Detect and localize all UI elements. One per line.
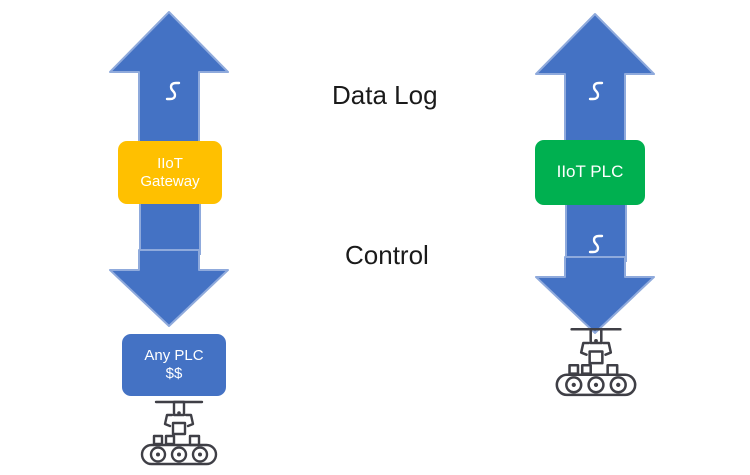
label-data-log: Data Log [332, 80, 438, 110]
chip-any-plc[interactable]: Any PLC $$ [122, 334, 226, 396]
arrow-down-icon [109, 249, 229, 327]
signal-squiggle-icon [588, 234, 604, 254]
label-control: Control [345, 240, 429, 270]
chip-iiot-gateway-line2: Gateway [140, 172, 200, 190]
signal-squiggle-icon [588, 81, 604, 101]
factory-robot-conveyor-icon [555, 327, 637, 397]
chip-iiot-gateway-line1: IIoT [157, 154, 183, 172]
chip-iiot-gateway[interactable]: IIoT Gateway [118, 141, 222, 204]
arrow-down-icon [535, 256, 655, 334]
chip-iiot-plc[interactable]: IIoT PLC [535, 140, 645, 205]
chip-any-plc-line1: Any PLC [144, 347, 204, 365]
chip-iiot-plc-label: IIoT PLC [556, 162, 624, 182]
chip-any-plc-line2: $$ [165, 365, 183, 382]
factory-robot-conveyor-icon [140, 400, 218, 466]
signal-squiggle-icon [165, 81, 181, 101]
